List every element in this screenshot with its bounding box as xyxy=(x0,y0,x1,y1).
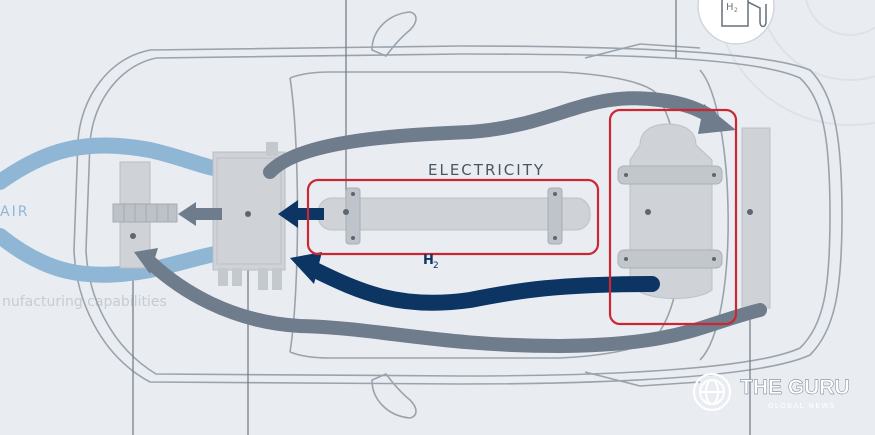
electricity-arrowhead-top xyxy=(698,104,736,134)
electricity-arrowhead-bottom xyxy=(134,248,158,274)
watermark-name: THE GURU xyxy=(740,376,850,399)
background-decoration xyxy=(714,0,875,126)
electricity-label: ELECTRICITY xyxy=(428,161,545,179)
hydrogen-flow-arrows xyxy=(307,262,660,311)
globe-logo-icon xyxy=(693,373,731,411)
highlight-box-pipe xyxy=(306,178,600,256)
hydrogen-label-subscript: 2 xyxy=(433,261,439,271)
air-label: AIR xyxy=(0,204,29,220)
hydrogen-pump-icon: H 2 xyxy=(697,0,775,45)
hydrogen-tank xyxy=(617,123,723,300)
svg-text:2: 2 xyxy=(734,7,738,14)
air-to-stack-arrow xyxy=(178,202,222,226)
air-flow-arrows xyxy=(0,137,233,283)
hydrogen-to-stack-arrow xyxy=(278,200,324,228)
hydrogen-pipe xyxy=(317,187,591,245)
electricity-flow-arrows xyxy=(143,91,767,354)
watermark-logo: THE GURU GLOBAL NEWS xyxy=(693,373,850,411)
watermark-tagline: GLOBAL NEWS xyxy=(768,402,836,410)
svg-text:H: H xyxy=(726,2,734,13)
hydrogen-label: H xyxy=(423,253,434,268)
highlight-box-tank xyxy=(608,108,738,326)
hydrogen-arrowhead-bottom xyxy=(290,252,322,284)
battery-component xyxy=(741,127,771,309)
